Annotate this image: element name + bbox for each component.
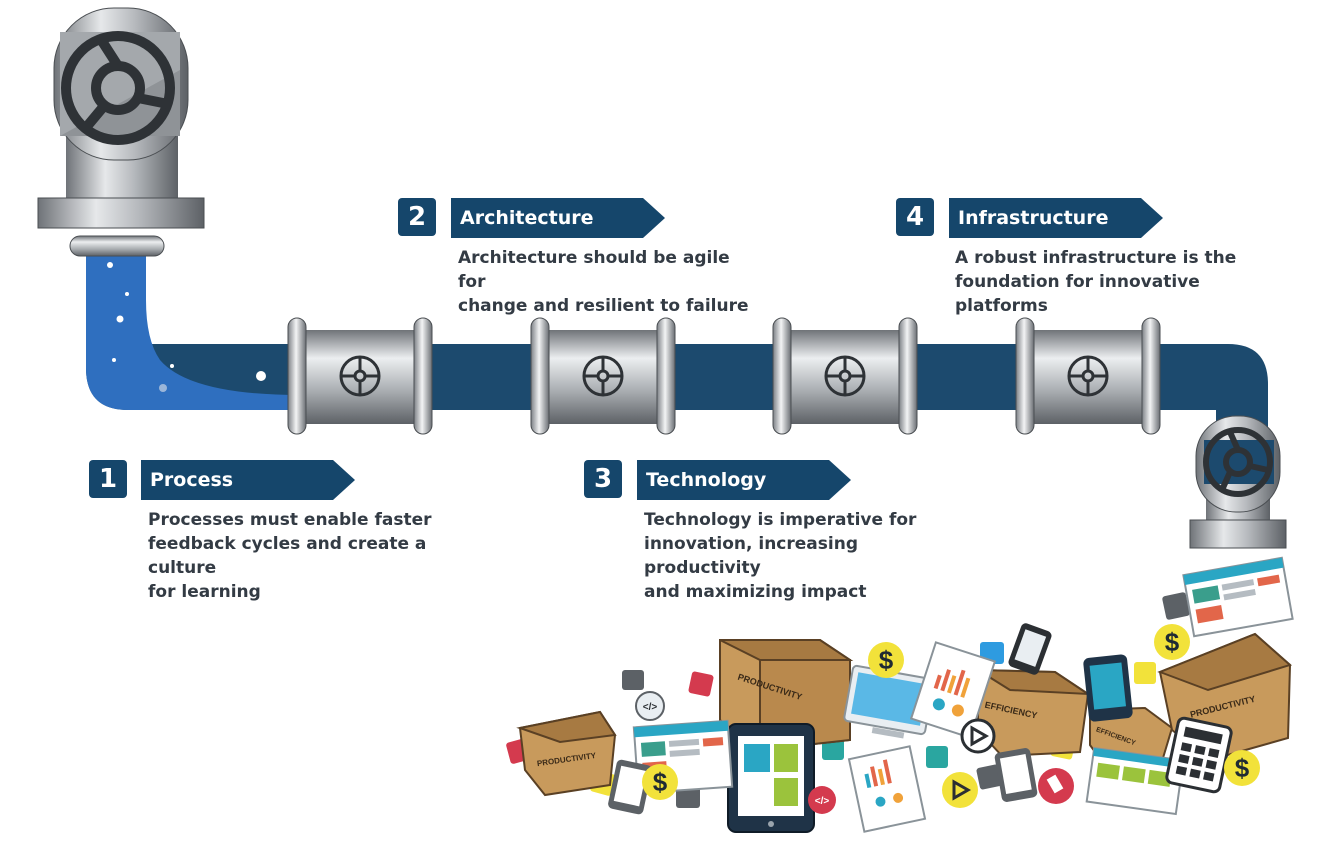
tile-icon: [676, 786, 700, 808]
tablet-icon: [727, 723, 815, 833]
box-icon: PRODUCTIVITY: [719, 639, 854, 752]
step-description: Technology is imperative for innovation,…: [644, 510, 917, 602]
browser-window-icon: [1085, 746, 1185, 816]
browser-window-icon: [1182, 556, 1294, 638]
step-description: Architecture should be agile for change …: [458, 248, 749, 316]
step-number: 4: [896, 198, 934, 236]
pipe-coupling: [530, 317, 676, 435]
output-valve: [1189, 415, 1287, 549]
code-icon: </>: [808, 786, 836, 814]
dollar-icon: $: [1154, 624, 1190, 660]
svg-text:</>: </>: [643, 702, 658, 713]
dollar-icon: $: [1224, 750, 1260, 786]
tile-icon: [688, 671, 714, 697]
play-icon: [960, 718, 996, 754]
play-icon: [942, 772, 978, 808]
tile-icon: [1134, 662, 1156, 684]
dollar-icon: $: [642, 764, 678, 800]
calculator-icon: [1165, 716, 1233, 794]
svg-text:$: $: [653, 767, 668, 797]
svg-text:$: $: [1165, 627, 1180, 657]
dollar-icon: $: [868, 642, 904, 678]
tile-icon: [1162, 592, 1190, 620]
phone-icon: [1083, 654, 1133, 722]
valve-wheel-icon: [339, 355, 381, 397]
step-title: Infrastructure: [949, 198, 1163, 238]
paint-icon: [1038, 768, 1074, 804]
box-icon: PRODUCTIVITY: [516, 710, 617, 797]
box-icon: EFFICIENCY: [974, 668, 1092, 758]
valve-wheel-icon: [1203, 427, 1273, 497]
valve-wheel-icon: [824, 355, 866, 397]
valve-wheel-icon: [1067, 355, 1109, 397]
phone-icon: [1008, 623, 1052, 675]
output-pile: PRODUCTIVITY PRODUCTIVITY EFFICIENCY EFF…: [506, 556, 1294, 833]
code-icon: </>: [635, 691, 665, 721]
step-title: Process: [141, 460, 355, 500]
step-title: Technology: [637, 460, 851, 500]
step-number: 2: [398, 198, 436, 236]
phone-icon: [608, 759, 652, 815]
pipe-coupling: [772, 317, 918, 435]
svg-text:</>: </>: [815, 796, 830, 807]
valve-wheel-icon: [61, 31, 175, 145]
step-description: A robust infrastructure is the foundatio…: [955, 248, 1237, 316]
svg-text:$: $: [879, 645, 894, 675]
step-number: 3: [584, 460, 622, 498]
step-description: Processes must enable faster feedback cy…: [148, 510, 432, 602]
tile-icon: [926, 746, 948, 768]
tile-icon: [976, 764, 1002, 790]
report-icon: [909, 641, 997, 739]
input-valve: [37, 7, 205, 257]
tile-icon: [622, 670, 644, 690]
phone-icon: [994, 748, 1038, 802]
report-icon: [847, 745, 927, 833]
valve-wheel-icon: [582, 355, 624, 397]
pipe-coupling: [287, 317, 433, 435]
pipe-coupling: [1015, 317, 1161, 435]
step-number: 1: [89, 460, 127, 498]
step-title: Architecture: [451, 198, 665, 238]
svg-text:$: $: [1235, 753, 1250, 783]
